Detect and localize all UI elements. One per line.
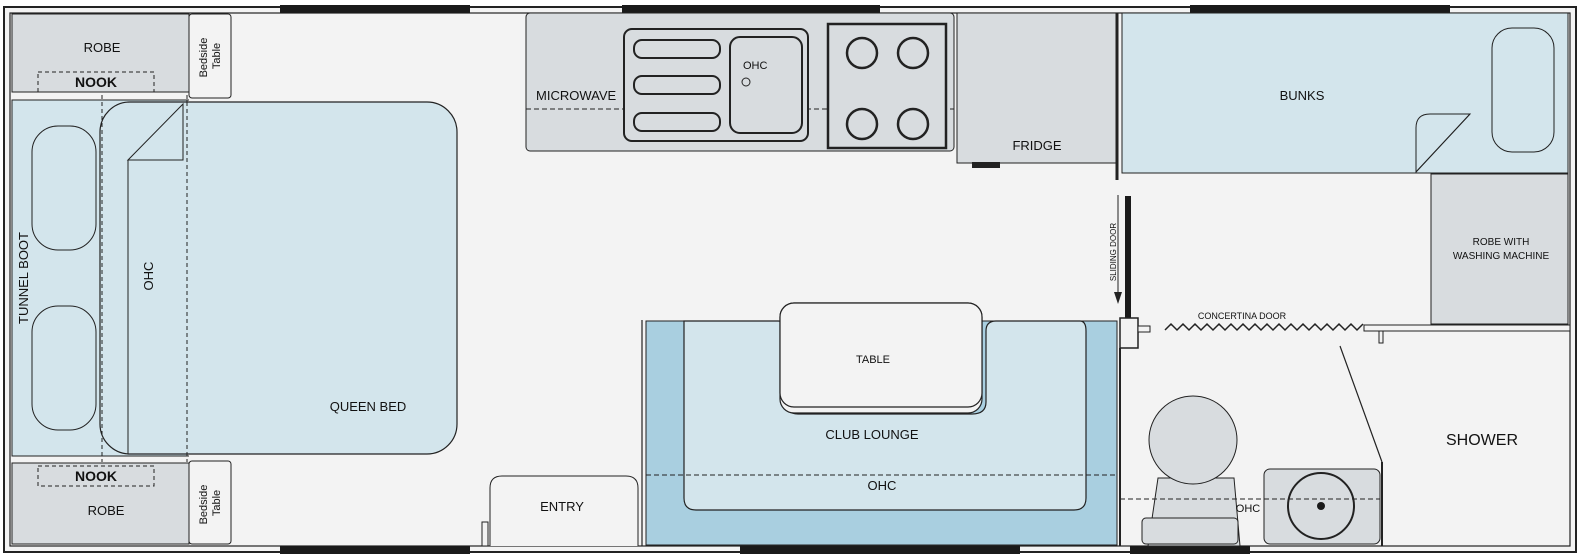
robe-bottom-label: ROBE <box>88 503 125 518</box>
fridge-door-seal <box>972 162 1000 168</box>
window <box>280 546 470 554</box>
bunk-hatch <box>1491 27 1555 153</box>
robe-washing-machine <box>1430 173 1569 325</box>
window <box>622 5 880 13</box>
sliding-door <box>1125 196 1131 348</box>
ohc-kitchen-label: OHC <box>743 60 768 72</box>
burner <box>845 107 879 141</box>
toilet-cistern <box>1141 517 1239 545</box>
queen-bed-label: QUEEN BED <box>330 399 407 414</box>
nook-top-label: NOOK <box>75 74 117 90</box>
bunks-label: BUNKS <box>1280 88 1325 103</box>
robe-top-label: ROBE <box>84 40 121 55</box>
tunnel-boot-hatch <box>31 125 97 251</box>
nook-bottom <box>37 465 155 487</box>
club-lounge-label: CLUB LOUNGE <box>825 427 919 442</box>
ohc-bed-label: OHC <box>141 262 156 291</box>
shower-screen <box>1339 345 1383 463</box>
burner <box>845 36 879 70</box>
window <box>1190 5 1450 13</box>
door-frame-stub <box>1137 325 1151 333</box>
sink-basin <box>729 36 803 134</box>
lounge-table-top <box>779 302 983 408</box>
bedside-table-top-label: Bedside Table <box>198 35 223 78</box>
bunk-pillow-line <box>1415 113 1471 173</box>
shower-label: SHOWER <box>1446 432 1518 449</box>
ohc-bathroom-label: OHC <box>1236 503 1261 515</box>
entry-label: ENTRY <box>540 499 584 514</box>
sliding-door-arrowhead <box>1114 292 1122 304</box>
fridge-label: FRIDGE <box>1012 138 1061 153</box>
bedside-table-bottom <box>188 460 232 545</box>
drainer-groove <box>633 39 721 59</box>
door-stop <box>1378 330 1384 344</box>
nook-bottom-label: NOOK <box>75 468 117 484</box>
sink-drain <box>741 77 751 87</box>
sliding-door-label: SLIDING DOOR <box>1109 223 1118 281</box>
robe-washing-label-2: WASHING MACHINE <box>1453 251 1550 262</box>
bedside-table-bottom-label: Bedside Table <box>198 482 223 525</box>
fridge <box>956 12 1118 164</box>
burner <box>896 36 930 70</box>
burner <box>896 107 930 141</box>
door-frame <box>1119 317 1139 349</box>
toilet-bowl <box>1148 395 1238 485</box>
drainer-groove <box>633 112 721 132</box>
window <box>740 546 1020 554</box>
tunnel-boot-hatch <box>31 305 97 431</box>
vanity-drain <box>1317 502 1325 510</box>
entry-door-hinge <box>481 521 489 547</box>
ohc-lounge-label: OHC <box>868 478 897 493</box>
queen-bed <box>99 101 458 455</box>
microwave-label: MICROWAVE <box>536 88 616 103</box>
window <box>280 5 470 13</box>
table-label: TABLE <box>856 354 890 366</box>
concertina-door-label: CONCERTINA DOOR <box>1198 311 1287 321</box>
concertina-door <box>1164 322 1364 332</box>
window <box>1130 546 1250 554</box>
bedside-table-top <box>188 13 232 99</box>
robe-washing-label-1: ROBE WITH <box>1473 237 1530 248</box>
drainer-groove <box>633 75 721 95</box>
nook-top <box>37 71 155 93</box>
entry-step <box>489 475 639 546</box>
pillow-fold <box>126 102 184 161</box>
tunnel-boot-label: TUNNEL BOOT <box>16 232 31 324</box>
bathroom-wall <box>1363 324 1571 332</box>
